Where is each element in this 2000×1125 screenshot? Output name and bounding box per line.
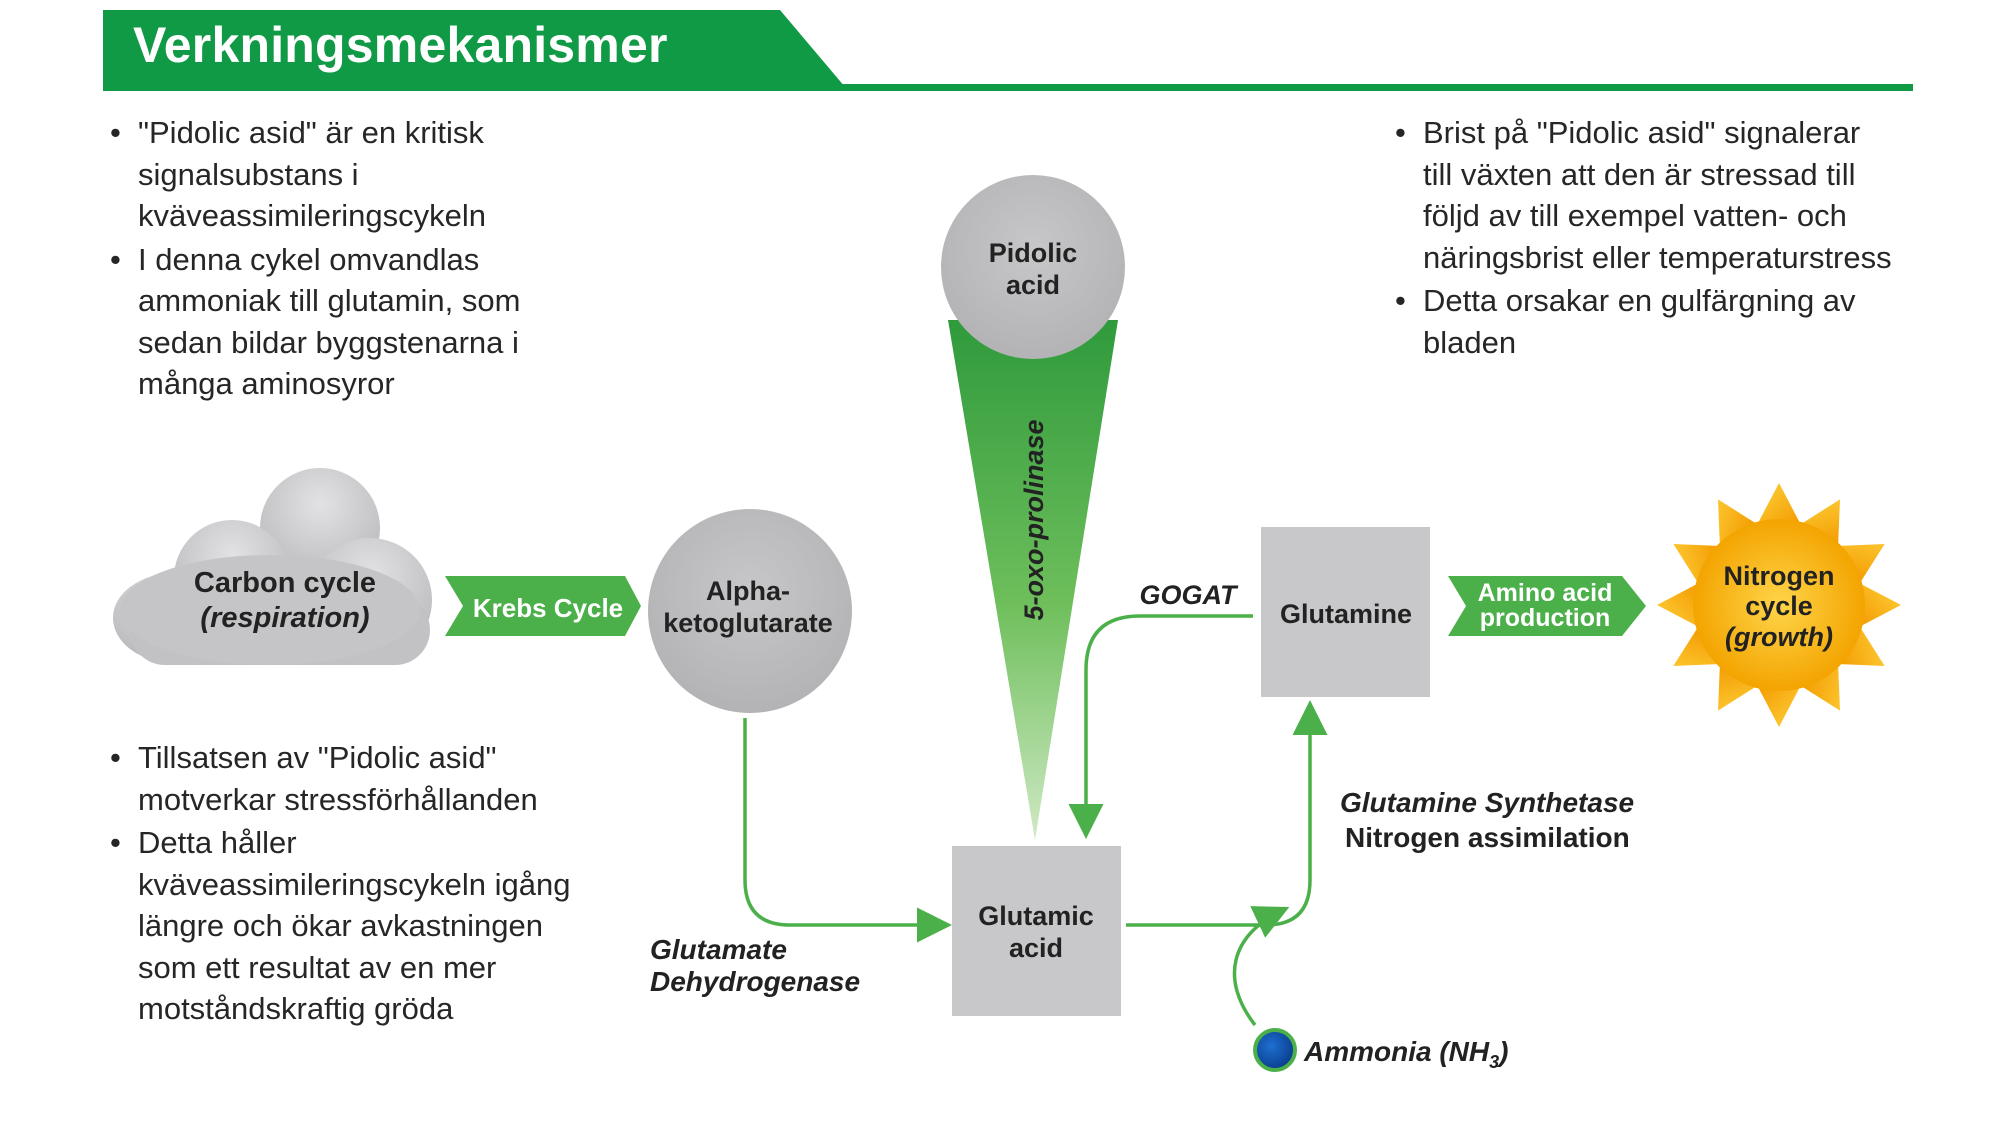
pidolic-acid-node bbox=[941, 175, 1125, 359]
sun-ray bbox=[1718, 663, 1759, 711]
sun-ray bbox=[1673, 544, 1721, 585]
amino-acid-arrow bbox=[1448, 576, 1646, 636]
sun-ray bbox=[1657, 583, 1699, 627]
pidolic-acid-label-2: acid bbox=[1006, 270, 1060, 300]
krebs-cycle-label: Krebs Cycle bbox=[473, 593, 623, 623]
glutamine-synthetase-label: Glutamine Synthetase bbox=[1340, 787, 1634, 818]
glutamic-acid-label-1: Glutamic bbox=[978, 901, 1094, 931]
ammonia-node-icon bbox=[1253, 1028, 1297, 1072]
sun-ray bbox=[1757, 685, 1801, 727]
nitrogen-cycle-label-3: (growth) bbox=[1725, 622, 1833, 652]
bullet-item: "Pidolic asid" är en kritisk signalsubst… bbox=[110, 112, 580, 237]
carbon-cycle-cloud bbox=[113, 468, 432, 665]
pidolic-acid-label-1: Pidolic bbox=[989, 238, 1078, 268]
sun-ray bbox=[1673, 625, 1721, 666]
ammonia-arrow bbox=[1232, 906, 1290, 1027]
bullet-item: Detta håller kväveassimileringscykeln ig… bbox=[110, 822, 580, 1030]
amino-acid-label-1: Amino acid bbox=[1478, 579, 1613, 607]
glutamic-acid-label-2: acid bbox=[1009, 933, 1063, 963]
left-bottom-bullet-list: Tillsatsen av "Pidolic asid" motverkar s… bbox=[110, 737, 580, 1032]
oxoprolinase-cone bbox=[948, 320, 1118, 840]
sun-ray bbox=[1837, 544, 1885, 585]
krebs-cycle-arrow bbox=[445, 576, 641, 636]
glutamine-label: Glutamine bbox=[1280, 599, 1412, 629]
oxoprolinase-label: 5-oxo-prolinase bbox=[1019, 419, 1049, 620]
nitrogen-assimilation-label: Nitrogen assimilation bbox=[1345, 822, 1630, 853]
sun-ray bbox=[1799, 499, 1840, 547]
carbon-cycle-sublabel: (respiration) bbox=[200, 602, 369, 634]
gogat-arrow bbox=[1068, 614, 1253, 839]
alpha-ketoglutarate-node bbox=[648, 509, 852, 713]
nitrogen-cycle-label-2: cycle bbox=[1745, 591, 1813, 621]
bullet-item: Brist på "Pidolic asid" signalerar till … bbox=[1395, 112, 1895, 278]
glutamic-to-glutamine-arrow bbox=[1126, 700, 1328, 927]
nitrogen-cycle-label-1: Nitrogen bbox=[1724, 561, 1835, 591]
glutamate-dh-label-1: Glutamate bbox=[650, 934, 787, 965]
alpha-ketoglutarate-label-2: ketoglutarate bbox=[663, 608, 833, 638]
right-top-bullet-list: Brist på "Pidolic asid" signalerar till … bbox=[1395, 112, 1895, 365]
page-title: Verkningsmekanismer bbox=[133, 17, 668, 73]
sun-ray bbox=[1837, 625, 1885, 666]
bullet-item: Detta orsakar en gulfärgning av bladen bbox=[1395, 280, 1895, 363]
alpha-to-glutamic-arrow bbox=[743, 718, 952, 943]
sun-ray bbox=[1718, 499, 1759, 547]
sun-ray bbox=[1757, 483, 1801, 525]
carbon-cycle-label: Carbon cycle bbox=[194, 567, 376, 599]
bullet-item: Tillsatsen av "Pidolic asid" motverkar s… bbox=[110, 737, 580, 820]
sun-icon bbox=[1657, 483, 1901, 727]
glutamic-acid-node bbox=[952, 846, 1121, 1016]
sun-ray bbox=[1799, 663, 1840, 711]
left-top-bullet-list: "Pidolic asid" är en kritisk signalsubst… bbox=[110, 112, 580, 407]
title-banner bbox=[103, 10, 1913, 91]
amino-acid-label-2: production bbox=[1480, 604, 1611, 632]
glutamate-dh-label-2: Dehydrogenase bbox=[650, 966, 860, 997]
ammonia-label: Ammonia (NH3) bbox=[1303, 1036, 1508, 1072]
glutamine-node bbox=[1261, 527, 1430, 697]
bullet-item: I denna cykel omvandlas ammoniak till gl… bbox=[110, 239, 580, 405]
sun-ray bbox=[1859, 583, 1901, 627]
gogat-label: GOGAT bbox=[1140, 580, 1239, 610]
alpha-ketoglutarate-label-1: Alpha- bbox=[706, 576, 790, 606]
